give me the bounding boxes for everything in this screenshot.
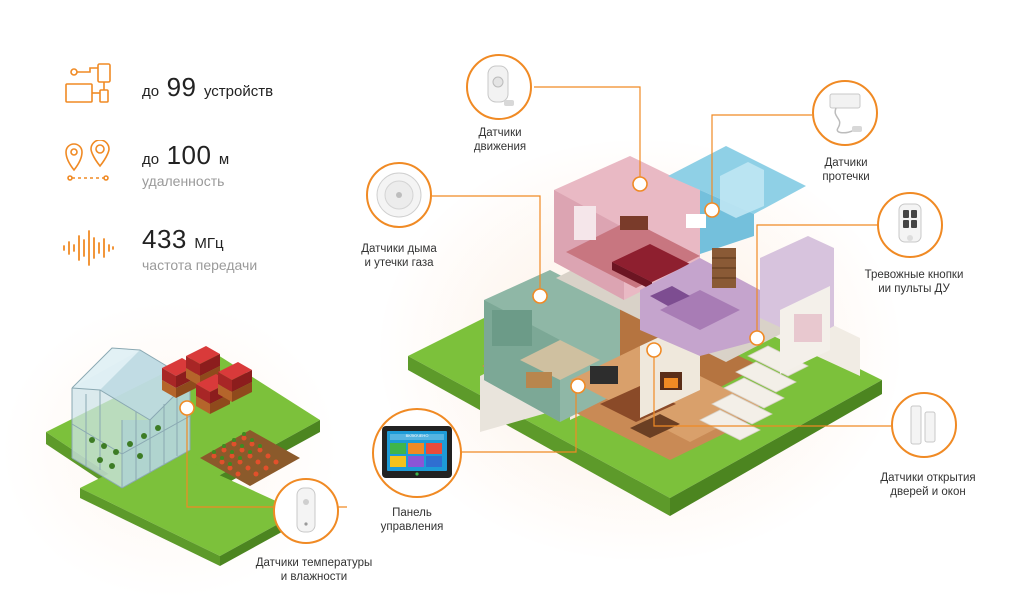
stat-devices-value: 99 [166, 72, 197, 102]
house [480, 146, 860, 460]
stat-frequency: 433 МГц частота передачи [142, 224, 257, 273]
stat-range-unit: м [218, 151, 230, 168]
soundwave-icon [60, 228, 116, 273]
motion-sensor-callout[interactable] [466, 54, 532, 120]
location-pins-icon [60, 139, 116, 189]
smoke-sensor-icon [376, 172, 422, 218]
control-panel-callout[interactable]: ВКЛЮЧЕНО [372, 408, 462, 498]
temp-sensor-callout[interactable] [273, 478, 339, 544]
key-fob-icon [898, 203, 922, 243]
leak-sensor-callout[interactable] [812, 80, 878, 146]
stat-range-value: 100 [166, 140, 212, 170]
door-sensor-icon [910, 405, 936, 445]
smoke-sensor-callout[interactable] [366, 162, 432, 228]
panic-remote-callout[interactable] [877, 192, 943, 258]
greenhouse [71, 347, 191, 489]
stat-range-prefix: до [142, 151, 160, 168]
stat-devices-prefix: до [142, 83, 160, 100]
stat-range: до 100 м удаленность [142, 140, 229, 189]
stat-devices-unit: устройств [203, 83, 274, 100]
temp-humidity-sensor-icon [296, 487, 316, 533]
beehives [162, 346, 252, 414]
vegetable-garden [200, 430, 300, 486]
control-panel-icon [382, 426, 452, 478]
leak-sensor-icon [829, 93, 862, 134]
stat-devices: до 99 устройств [142, 72, 273, 103]
stat-frequency-caption: частота передачи [142, 257, 258, 273]
stat-frequency-value: 433 [142, 224, 187, 254]
connector-lines [186, 86, 891, 508]
stat-range-caption: удаленность [142, 173, 225, 189]
motion-sensor-icon [487, 65, 514, 106]
devices-network-icon [60, 62, 116, 111]
panel-screen-status: ВКЛЮЧЕНО [405, 433, 429, 438]
sensor-markers [179, 176, 765, 416]
door-sensor-callout[interactable] [891, 392, 957, 458]
stat-frequency-unit: МГц [194, 235, 224, 252]
